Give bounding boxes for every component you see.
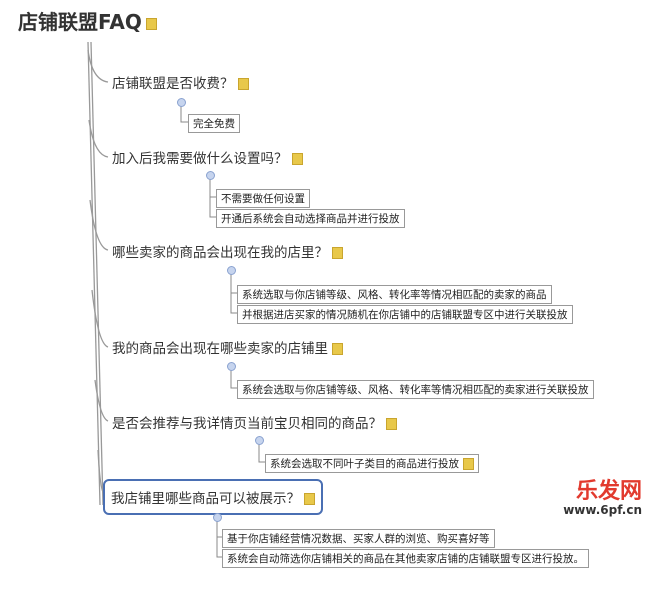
- watermark-url: www.6pf.cn: [563, 503, 642, 518]
- page-title: 店铺联盟FAQ: [18, 6, 157, 35]
- answer[interactable]: 系统选取与你店铺等级、风格、转化率等情况相匹配的卖家的商品: [237, 285, 552, 304]
- note-icon[interactable]: [291, 153, 303, 165]
- note-icon[interactable]: [304, 493, 315, 505]
- question-2[interactable]: 加入后我需要做什么设置吗？: [112, 147, 303, 167]
- answer[interactable]: 开通后系统会自动选择商品并进行投放: [216, 209, 405, 228]
- question-3[interactable]: 哪些卖家的商品会出现在我的店里？: [112, 241, 343, 261]
- answer[interactable]: 系统会选取与你店铺等级、风格、转化率等情况相匹配的卖家进行关联投放: [237, 380, 594, 399]
- collapse-icon[interactable]: [177, 98, 186, 107]
- note-icon[interactable]: [332, 343, 343, 355]
- watermark-logo: 乐发网 www.6pf.cn: [559, 479, 646, 518]
- answer[interactable]: 完全免费: [188, 114, 240, 133]
- answer[interactable]: 并根据进店买家的情况随机在你店铺中的店铺联盟专区中进行关联投放: [237, 305, 573, 324]
- note-icon[interactable]: [463, 458, 474, 470]
- collapse-icon[interactable]: [227, 362, 236, 371]
- collapse-icon[interactable]: [227, 266, 236, 275]
- question-4[interactable]: 我的商品会出现在哪些卖家的店铺里: [112, 337, 343, 357]
- collapse-icon[interactable]: [213, 513, 222, 522]
- answer[interactable]: 基于你店铺经营情况数据、买家人群的浏览、购买喜好等: [222, 529, 495, 548]
- answer[interactable]: 系统会选取不同叶子类目的商品进行投放: [265, 454, 479, 473]
- answer[interactable]: 不需要做任何设置: [216, 189, 310, 208]
- note-icon[interactable]: [237, 78, 249, 90]
- question-5[interactable]: 是否会推荐与我详情页当前宝贝相同的商品？: [112, 412, 397, 432]
- note-icon[interactable]: [145, 17, 157, 30]
- question-6-selected[interactable]: 我店铺里哪些商品可以被展示？: [103, 479, 323, 515]
- collapse-icon[interactable]: [206, 171, 215, 180]
- watermark-name: 乐发网: [575, 479, 642, 504]
- question-1[interactable]: 店铺联盟是否收费？: [112, 72, 249, 92]
- note-icon[interactable]: [332, 247, 343, 259]
- collapse-icon[interactable]: [255, 436, 264, 445]
- note-icon[interactable]: [386, 418, 397, 430]
- answer[interactable]: 系统会自动筛选你店铺相关的商品在其他卖家店铺的店铺联盟专区进行投放。: [222, 549, 589, 568]
